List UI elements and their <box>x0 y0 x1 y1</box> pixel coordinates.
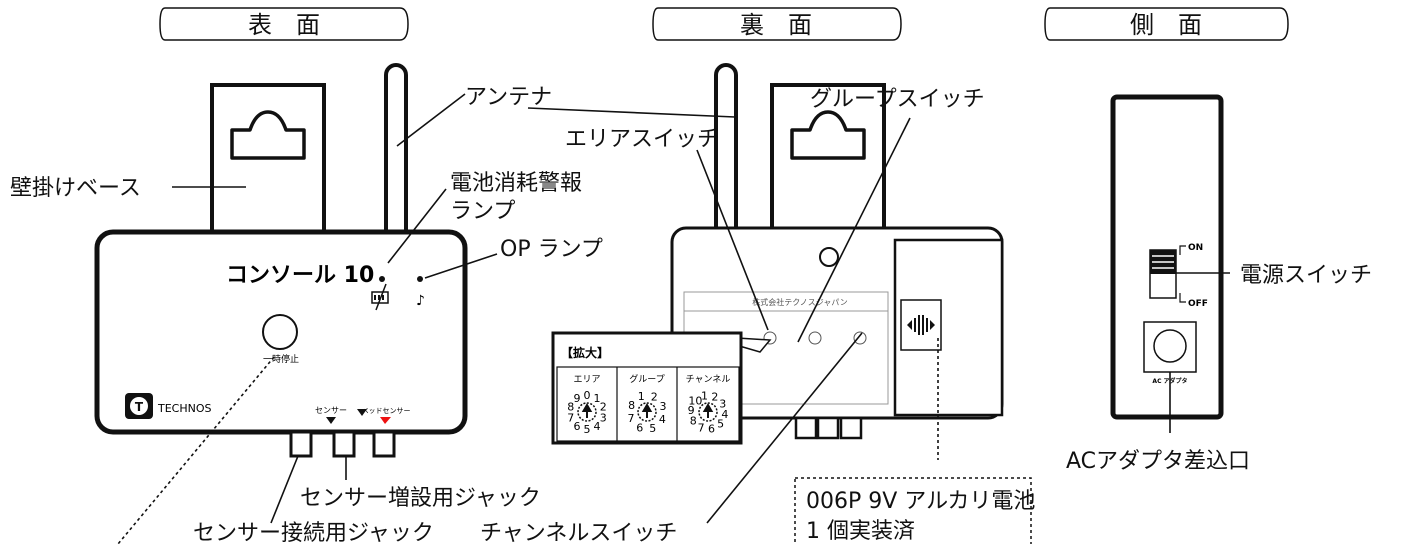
dial-arrow-icon <box>581 403 593 418</box>
dial-digit: 1 <box>594 392 601 405</box>
dial-digit: 1 <box>638 390 645 403</box>
header-front: 表 面 <box>159 7 409 41</box>
dial-digit: 6 <box>708 423 715 436</box>
header-front-text: 表 面 <box>248 11 320 39</box>
front-wall-base <box>210 83 326 247</box>
dial-digit: 6 <box>636 421 643 434</box>
dial-digit: 8 <box>628 399 635 412</box>
svg-text:T: T <box>135 400 144 414</box>
switch-on-label: ON <box>1188 243 1203 253</box>
header-back: 裏 面 <box>652 7 902 41</box>
dial-digit: 6 <box>574 420 581 433</box>
callout-wall-base: 壁掛けベース <box>10 176 141 201</box>
front-antenna <box>384 63 408 252</box>
latch-icon <box>907 315 935 335</box>
header-side: 側 面 <box>1044 7 1289 41</box>
zoom-col-group: グループ <box>629 373 664 385</box>
dial-digit: 8 <box>690 415 697 428</box>
zoom-col-area: エリア <box>573 375 600 385</box>
callout-battery-lamp-1: 電池消耗警報 <box>450 171 582 196</box>
jack-bed-sensor-label: ベッドセンサー <box>362 407 411 415</box>
brand-text: TECHNOS <box>157 402 212 415</box>
callout-sensor-expansion-jack: センサー増設用ジャック <box>300 486 541 511</box>
zoom-col-channel: チャンネル <box>686 374 731 385</box>
dial-arrow-icon <box>702 403 714 418</box>
front-device: コンソール 10 ♪ 一時停止 T TECHNOS センサー ベッドセンサー <box>94 63 468 458</box>
jack-right <box>372 430 396 458</box>
dial-digit: 8 <box>567 401 574 414</box>
callout-op-lamp: OP ランプ <box>500 237 603 262</box>
dial-digit: 9 <box>574 392 581 405</box>
jack-sensor-label: センサー <box>315 406 347 415</box>
callout-sensor-connect-jack: センサー接続用ジャック <box>193 521 434 544</box>
dial-digit: 3 <box>600 411 607 424</box>
dial-digit: 2 <box>711 391 718 404</box>
dial-digit: 1 <box>701 389 708 402</box>
dial-digit: 2 <box>651 391 658 404</box>
callout-antenna: アンテナ <box>465 85 552 110</box>
battery-note-line-2: 1 個実装済 <box>806 519 915 544</box>
battery-lamp <box>379 276 385 282</box>
op-lamp <box>417 276 423 282</box>
battery-note: 006P 9V アルカリ電池 1 個実装済 <box>794 477 1035 544</box>
dial-digit: 3 <box>719 398 726 411</box>
dial-digit: 4 <box>659 413 666 426</box>
battery-note-line-1: 006P 9V アルカリ電池 <box>806 489 1035 514</box>
zoom-title: 【拡大】 <box>561 345 609 360</box>
callout-ac-jack: ACアダプタ差込口 <box>1066 449 1250 474</box>
header-side-text: 側 面 <box>1130 11 1202 39</box>
pause-button <box>262 314 298 350</box>
dial-digit: 2 <box>600 401 607 414</box>
dial-digit: 7 <box>567 411 574 424</box>
battery-icon <box>371 283 389 311</box>
jack-left <box>289 430 313 458</box>
music-note-icon: ♪ <box>416 293 425 309</box>
back-screw-hole <box>819 247 839 267</box>
callout-power-switch: 電源スイッチ <box>1240 263 1372 288</box>
header-back-text: 裏 面 <box>740 11 812 39</box>
dial-arrow-icon <box>641 403 653 418</box>
dial-digit: 4 <box>721 408 728 421</box>
dial-digit: 9 <box>688 404 695 417</box>
callout-group-switch: グループスイッチ <box>810 87 985 112</box>
dial-digit: 7 <box>698 422 705 435</box>
front-title: コンソール 10 <box>226 263 374 288</box>
dial-digit: 3 <box>660 400 667 413</box>
back-company-text: 株式会社テクノスジャパン <box>752 297 848 307</box>
switch-off-label: OFF <box>1188 299 1208 309</box>
back-device: 株式会社テクノスジャパン <box>670 63 1004 440</box>
dial-digit: 10 <box>688 395 702 408</box>
callout-lines <box>117 93 1230 544</box>
dial-digit: 5 <box>584 423 591 436</box>
jack-middle <box>332 430 356 458</box>
dial-digit: 5 <box>717 417 724 430</box>
dial-digit: 7 <box>628 412 635 425</box>
pause-button-label: 一時停止 <box>263 353 299 365</box>
technos-logo-icon: T <box>125 393 153 419</box>
dial-digit: 4 <box>594 420 601 433</box>
dial-digit: 0 <box>584 389 591 402</box>
callout-channel-switch: チャンネルスイッチ <box>480 521 677 544</box>
callout-battery-lamp-2: ランプ <box>450 199 515 224</box>
side-device: ON OFF AC アダプタ <box>1110 94 1224 420</box>
dial-digit: 5 <box>649 422 656 435</box>
callout-area-switch: エリアスイッチ <box>565 127 719 152</box>
